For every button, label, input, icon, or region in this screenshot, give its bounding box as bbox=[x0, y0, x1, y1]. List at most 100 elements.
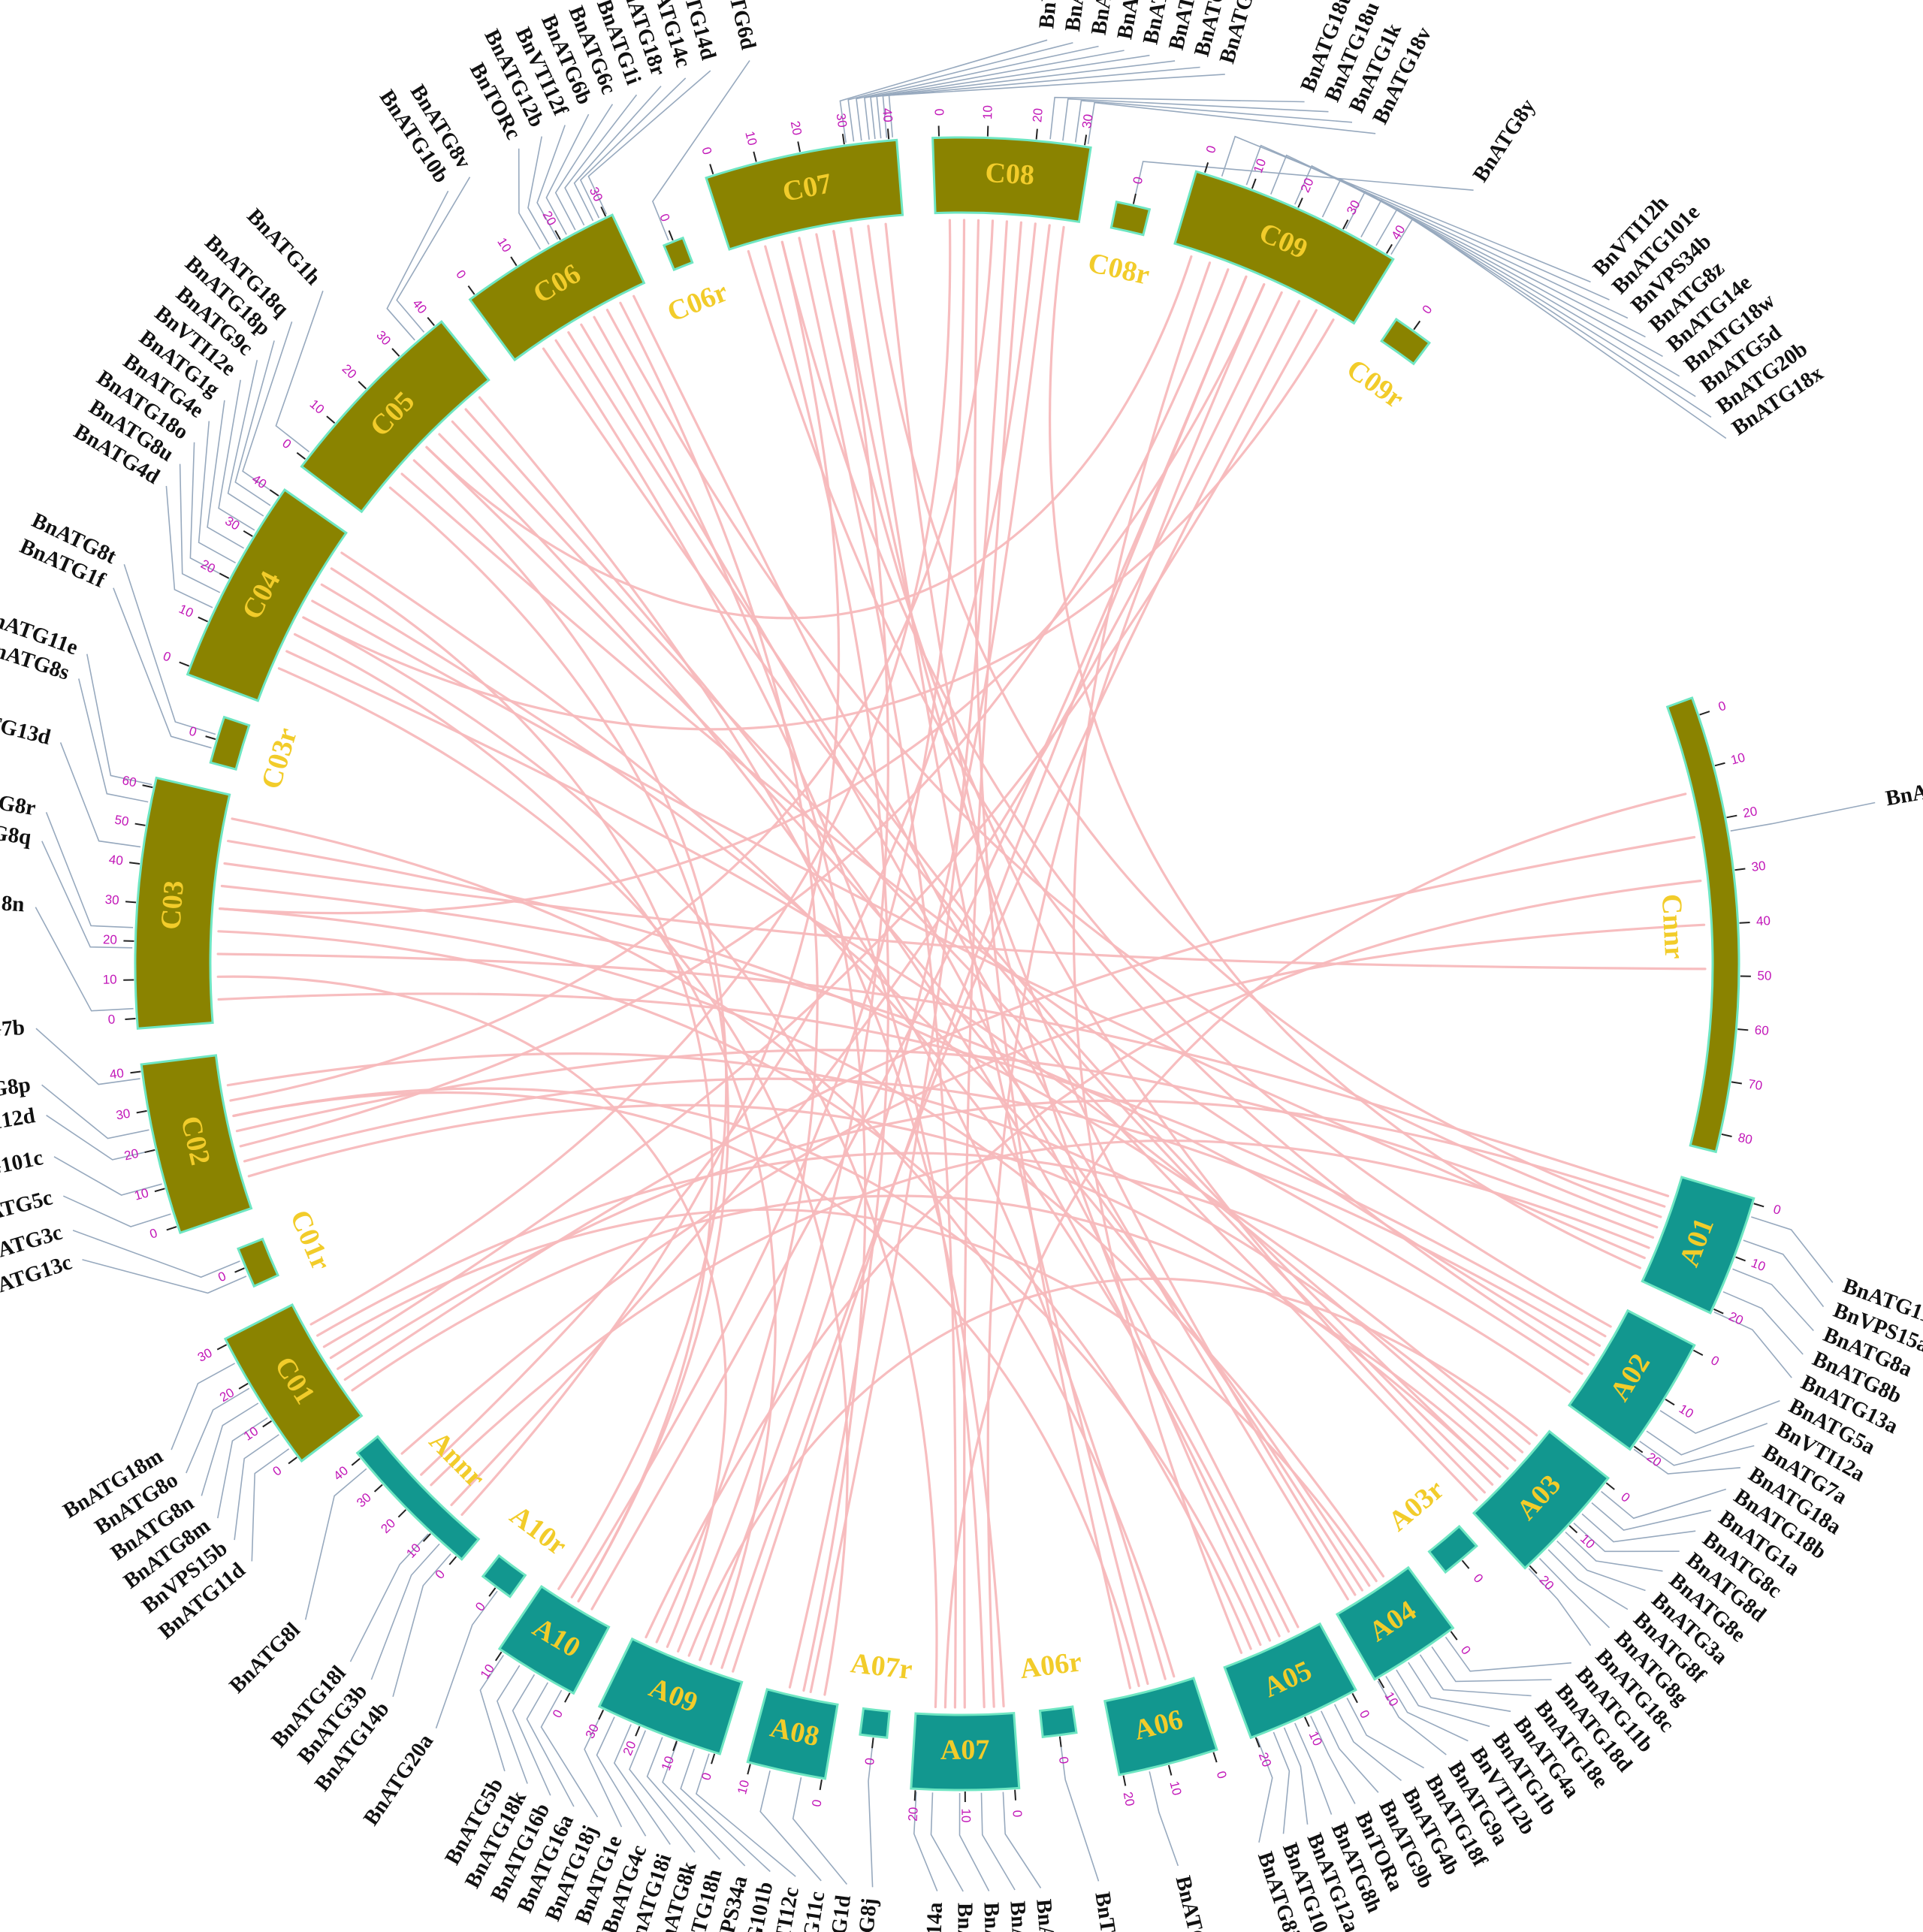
gene-label-BnATG101a: BnATG101a bbox=[1031, 1898, 1065, 1932]
leader-line-BnATG1g bbox=[207, 400, 244, 549]
tick-label-a05-20: 20 bbox=[1256, 1750, 1274, 1768]
synteny-link-A07-C07-33 bbox=[798, 237, 957, 1709]
tick-a05-10 bbox=[1304, 1716, 1310, 1727]
chromosome-band-cnnr bbox=[1665, 696, 1740, 1154]
leader-line-BnATG14b bbox=[392, 1553, 451, 1698]
chromosome-label-c06r: C06r bbox=[663, 276, 732, 328]
synteny-link-A03-C06-14 bbox=[567, 331, 1502, 1478]
tick-label-c03-30: 30 bbox=[104, 892, 119, 907]
leader-line-BnATG13c bbox=[82, 1259, 247, 1294]
leader-line-BnATG101d bbox=[847, 42, 1073, 142]
tick-c03-60 bbox=[142, 784, 153, 789]
leader-line-BnATG8n bbox=[201, 1402, 259, 1496]
chromosome-band-a01 bbox=[1641, 1176, 1755, 1315]
leader-line-BnTORb bbox=[1059, 1737, 1100, 1882]
tick-a06-10 bbox=[1167, 1764, 1173, 1776]
leader-line-BnATG11a bbox=[1751, 1216, 1834, 1283]
tick-label-a07r-0: 0 bbox=[862, 1757, 877, 1766]
tick-label-c06-0: 0 bbox=[453, 267, 469, 282]
synteny-link-A02-C05-9 bbox=[400, 472, 1595, 1357]
gene-label-BnTORb: BnTORb bbox=[1090, 1891, 1126, 1932]
tick-c04-10 bbox=[198, 616, 208, 623]
synteny-link-C01-A04-63 bbox=[322, 1208, 1378, 1583]
tick-label-c09r-0: 0 bbox=[1419, 303, 1435, 317]
tick-label-c01-10: 10 bbox=[241, 1423, 261, 1443]
synteny-link-A09-C07-42 bbox=[677, 230, 889, 1653]
gene-label-BnATG13d: BnATG13d bbox=[0, 701, 53, 750]
leader-line-BnATG10b bbox=[386, 190, 449, 341]
tick-label-c01-20: 20 bbox=[217, 1385, 237, 1405]
tick-label-annr-20: 20 bbox=[378, 1516, 398, 1536]
leader-line-BnATG20a bbox=[435, 1590, 498, 1729]
tick-label-c05-20: 20 bbox=[340, 361, 360, 382]
chromosome-band-c03r bbox=[209, 715, 251, 771]
leader-line-BnATG11c bbox=[759, 1770, 822, 1882]
leader-line-BnVPS15a bbox=[1743, 1239, 1825, 1308]
tick-label-a05-10: 10 bbox=[1306, 1729, 1325, 1748]
tick-a10-0 bbox=[564, 1692, 571, 1703]
tick-a03-10 bbox=[1568, 1525, 1578, 1534]
chromosome-band-a03 bbox=[1472, 1429, 1610, 1570]
leader-line-BnATG18o bbox=[189, 442, 228, 578]
leader-line-BnATG11d bbox=[251, 1448, 290, 1562]
tick-c04-20 bbox=[219, 572, 230, 579]
tick-a05-0 bbox=[1351, 1692, 1358, 1704]
synteny-link-C04-A05-72 bbox=[340, 551, 1291, 1633]
tick-annr-0 bbox=[448, 1556, 457, 1565]
tick-c07-30 bbox=[841, 134, 845, 145]
leader-line-BnATG13a bbox=[1713, 1311, 1792, 1378]
tick-label-cnnr-0: 0 bbox=[1716, 699, 1728, 714]
leader-line-BnATG18s bbox=[876, 60, 1176, 139]
leader-line-BnATG18q bbox=[242, 321, 293, 496]
synteny-link-A03-C07-15 bbox=[815, 233, 1486, 1494]
leader-line-BnATG9a bbox=[1377, 1680, 1447, 1755]
gene-label-BnATG12c: BnATG12c bbox=[1884, 769, 1923, 811]
tick-c06r-0 bbox=[668, 230, 674, 241]
chromosome-label-c03r: C03r bbox=[255, 724, 303, 792]
gene-label-BnATG8r: BnATG8r bbox=[0, 782, 38, 821]
tick-label-c08-10: 10 bbox=[980, 105, 995, 120]
tick-label-c01-0: 0 bbox=[270, 1463, 285, 1479]
tick-a02-0 bbox=[1692, 1349, 1704, 1357]
leader-line-BnATG8v bbox=[396, 177, 471, 333]
tick-label-c02-30: 30 bbox=[115, 1106, 131, 1123]
gene-label-BnATG8y: BnATG8y bbox=[1469, 95, 1541, 186]
tick-label-a06-0: 0 bbox=[1214, 1769, 1230, 1780]
tick-label-a05-0: 0 bbox=[1357, 1707, 1372, 1720]
synteny-link-A03-A09-19 bbox=[687, 1277, 1538, 1657]
leader-line-BnATG9b bbox=[1321, 1710, 1379, 1793]
synteny-link-C03-A02-77 bbox=[217, 992, 1607, 1338]
gene-label-BnATG13b: BnATG13b bbox=[1171, 1873, 1219, 1932]
tick-annr-10 bbox=[422, 1533, 431, 1542]
tick-a03-0 bbox=[1605, 1482, 1615, 1490]
synteny-link-Annr-Cnnr-51 bbox=[400, 923, 1706, 1455]
leader-line-BnATG1k bbox=[1074, 100, 1353, 143]
tick-label-a07-10: 10 bbox=[958, 1809, 973, 1823]
tick-c03r-0 bbox=[205, 735, 216, 741]
chromosome-label-c09r: C09r bbox=[1341, 353, 1410, 415]
synteny-link-A09-C06-43 bbox=[619, 301, 819, 1644]
synteny-link-C03-A06-64 bbox=[231, 817, 1176, 1678]
tick-cnnr-20 bbox=[1726, 814, 1737, 819]
tick-c02-40 bbox=[130, 1070, 141, 1074]
synteny-link-C06-A04-73 bbox=[632, 294, 1349, 1601]
tick-a01-10 bbox=[1735, 1256, 1746, 1262]
leader-line-BnATG8m bbox=[217, 1417, 268, 1519]
leader-line-BnATG18a bbox=[1633, 1448, 1740, 1475]
chromosome-band-c06r bbox=[662, 236, 694, 272]
synteny-link-A10-C05-48 bbox=[412, 459, 728, 1590]
tick-label-a02-10: 10 bbox=[1677, 1402, 1696, 1421]
leader-line-BnATG18v bbox=[1087, 101, 1376, 145]
tick-a03-20 bbox=[1529, 1565, 1538, 1574]
chromosome-band-c05 bbox=[300, 320, 491, 514]
tick-cnnr-80 bbox=[1721, 1133, 1732, 1137]
chromosome-band-a07r bbox=[859, 1707, 891, 1739]
tick-label-c04-10: 10 bbox=[177, 602, 195, 620]
synteny-link-A02-C02-7 bbox=[243, 1077, 1601, 1347]
tick-label-a07-0: 0 bbox=[1010, 1810, 1025, 1818]
